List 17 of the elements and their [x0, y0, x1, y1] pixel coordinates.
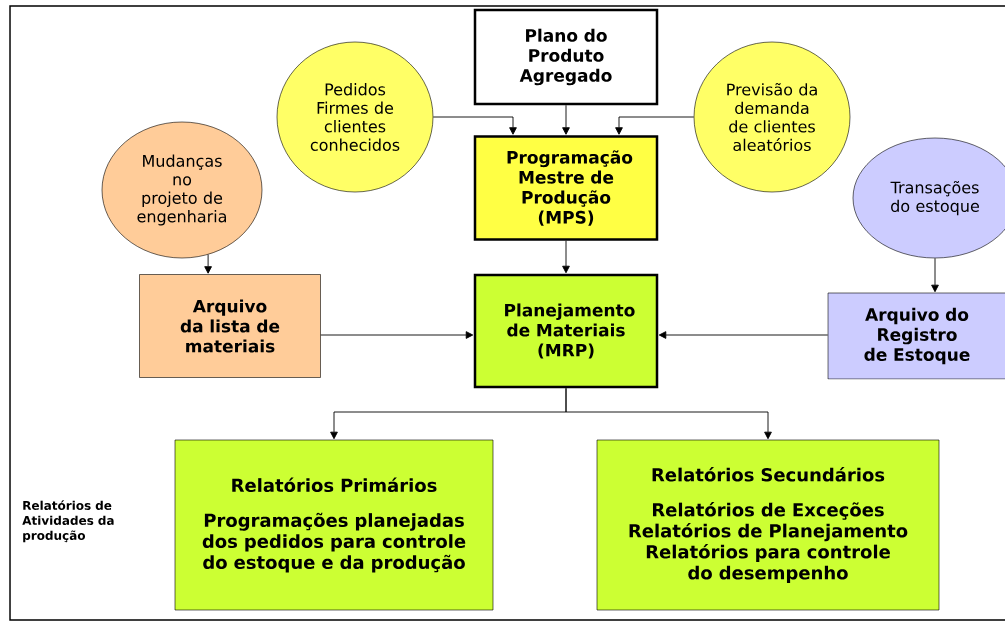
- arrow: [320, 331, 474, 339]
- side-note: Relatórios de Atividades da produção: [22, 500, 114, 543]
- arrow: [931, 257, 939, 293]
- arrow: [615, 116, 695, 135]
- arrow: [204, 254, 212, 274]
- file-box: Arquivo da lista de materiais: [139, 274, 321, 378]
- arrow: [658, 331, 829, 339]
- arrow: [565, 387, 772, 440]
- arrow: [432, 116, 517, 135]
- file-box: Arquivo do Registro de Estoque: [827, 292, 1005, 380]
- process-box: Programação Mestre de Produção (MPS): [473, 135, 659, 241]
- process-box: Planejamento de Materiais (MRP): [473, 273, 659, 389]
- arrow: [562, 240, 570, 274]
- process-box: Plano do Produto Agregado: [473, 8, 659, 106]
- report-box: Relatórios Primários Programações planejadas dos pedidos para controle do estoque e da produção: [174, 439, 494, 611]
- report-box: Relatórios Secundários Relatórios de Exceções Relatórios de Planejamento Relatórios para controle do desempenho: [596, 439, 940, 611]
- arrow: [562, 104, 570, 135]
